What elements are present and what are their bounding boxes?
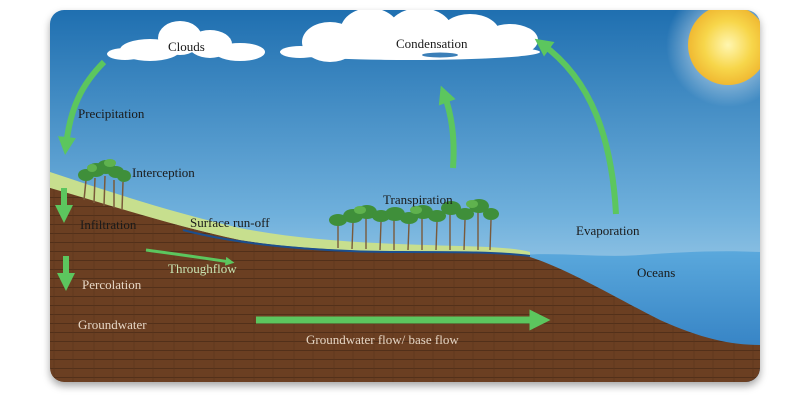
label-groundwater: Groundwater xyxy=(78,317,147,332)
cloud-icon xyxy=(280,10,540,62)
label-throughflow: Throughflow xyxy=(168,261,237,276)
precipitation-arrow xyxy=(57,59,107,155)
grass-slope xyxy=(50,172,530,257)
label-oceans: Oceans xyxy=(637,265,676,280)
label-interception: Interception xyxy=(132,165,195,180)
throughflow-arrow xyxy=(145,248,235,266)
transpiration-arrow xyxy=(438,85,457,169)
label-infiltration: Infiltration xyxy=(80,217,137,232)
label-groundwater-flow: Groundwater flow/ base flow xyxy=(306,332,459,347)
label-surface-runoff: Surface run-off xyxy=(190,215,270,230)
evaporation-arrow xyxy=(534,38,619,215)
cloud-icon xyxy=(107,21,265,61)
tree-icon xyxy=(78,159,131,211)
label-evaporation: Evaporation xyxy=(576,223,640,238)
label-precipitation: Precipitation xyxy=(78,106,145,121)
ground xyxy=(50,185,760,382)
surface-runoff-line xyxy=(182,229,531,257)
cloud-wisp xyxy=(422,52,458,58)
label-clouds: Clouds xyxy=(168,39,205,54)
tree-icon xyxy=(329,199,499,251)
label-percolation: Percolation xyxy=(82,277,142,292)
label-transpiration: Transpiration xyxy=(383,192,453,207)
label-condensation: Condensation xyxy=(396,36,468,51)
